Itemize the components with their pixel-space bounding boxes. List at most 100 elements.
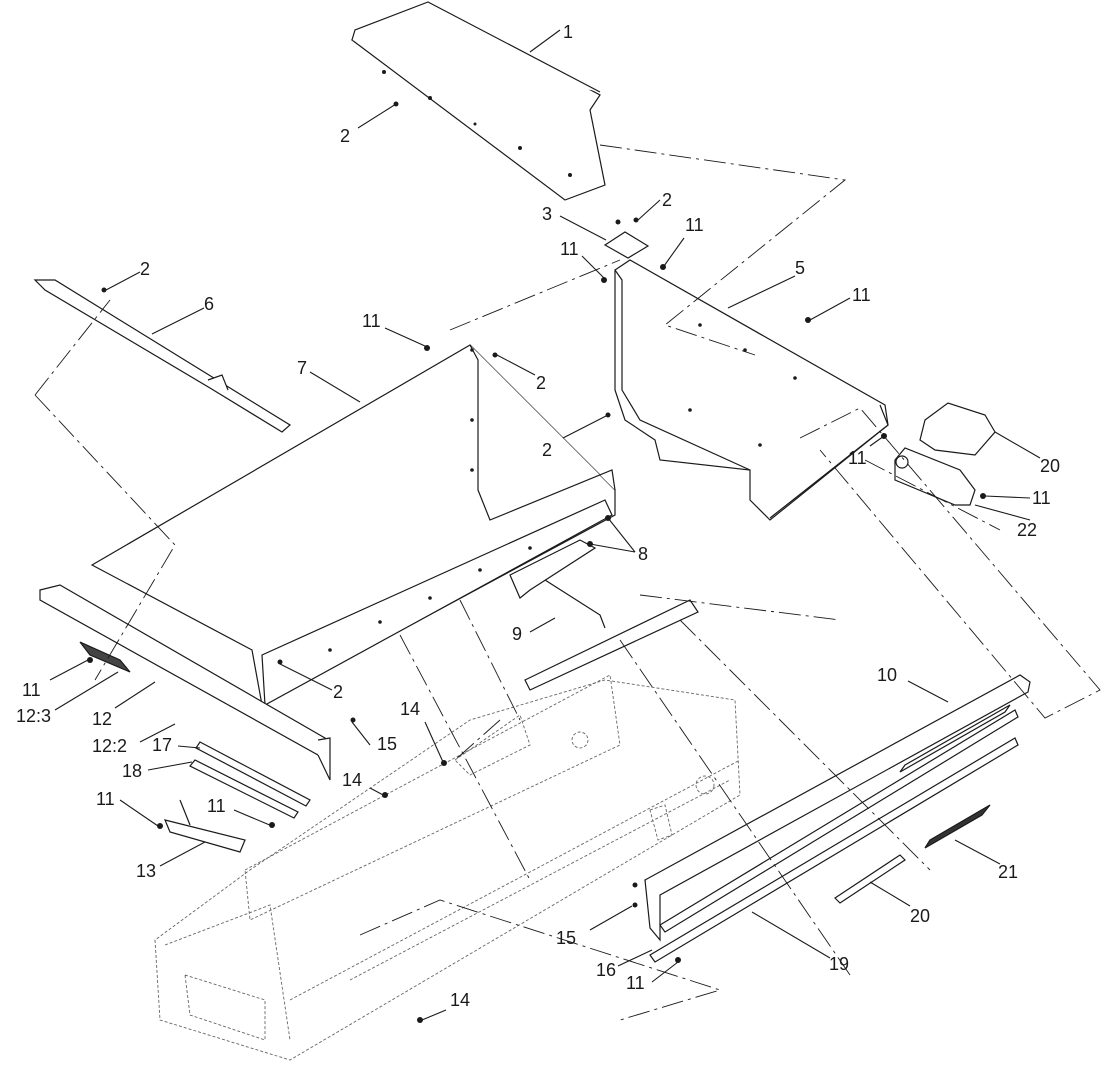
leader-line [159,841,206,867]
part-19-strip [649,709,1019,963]
leader-line [984,495,1031,499]
callout-2: 2 [536,373,546,393]
callout-11: 11 [626,973,645,993]
callout-11: 11 [1032,488,1051,508]
leader-line [727,275,796,309]
callout-6: 6 [204,294,214,314]
part-7-side-panel [90,344,616,706]
callout-16: 16 [596,960,616,980]
leader-line [54,671,119,711]
leader-line [907,680,949,703]
callout-10: 10 [877,665,897,685]
callout-9: 9 [512,624,522,644]
leader-line [589,905,633,931]
callout-15: 15 [556,928,576,948]
leader-line [994,431,1041,459]
leader-line [617,949,653,967]
callout-11: 11 [848,448,867,468]
callout-3: 3 [542,204,552,224]
leader-line [151,307,205,335]
leader-line [637,199,661,221]
part-5-rear-panel [614,259,889,521]
part-3-bracket [603,231,650,259]
callout-15: 15 [377,734,397,754]
alignment-lines [34,144,1101,1021]
leader-line [751,911,831,959]
leader-line [974,504,1031,521]
leader-line [421,1009,447,1021]
leader-line [49,659,89,681]
leader-line [177,745,201,749]
leader-line [424,721,444,763]
callout-17: 17 [152,735,172,755]
part-1-top-cover [350,1,606,201]
callout-5: 5 [795,258,805,278]
callout-14: 14 [400,699,420,719]
leader-line [869,881,911,907]
leader-line [663,237,685,267]
leader-line [233,809,273,827]
leader-line [384,327,426,347]
callout-20: 20 [910,906,930,926]
callout-14: 14 [450,990,470,1010]
callout-8: 8 [638,544,648,564]
callout-7: 7 [297,358,307,378]
leader-line [309,371,361,403]
leader-line [279,663,333,691]
part-22-light [894,447,976,506]
callout-12: 12 [92,709,112,729]
part-12-rail [39,584,331,781]
leader-line [369,787,386,797]
leader-line [119,799,159,827]
part-20-decal [919,402,996,456]
part-10-rail [644,674,1031,942]
part-21-decal [899,704,1011,849]
leader-line [496,354,536,376]
part-6-angle-bar [33,279,292,433]
leader-line [954,839,1001,865]
callout-20: 20 [1040,456,1060,476]
callout-12-2: 12:2 [92,736,127,756]
callout-14: 14 [342,770,362,790]
leader-line [581,255,605,279]
leader-line [869,435,885,447]
callout-11: 11 [560,239,579,259]
part-20-decal-lower [834,854,906,904]
callout-2: 2 [542,440,552,460]
fasteners [87,101,986,1023]
callout-1: 1 [563,22,573,42]
part-9-mount-bracket [509,539,699,691]
callout-19: 19 [829,954,849,974]
callout-2: 2 [140,259,150,279]
part-12-3-decal [79,641,131,673]
part-13-guard [163,799,246,853]
leader-line [147,761,193,771]
callout-11: 11 [685,215,704,235]
leader-line [114,681,156,709]
callout-11: 11 [852,285,871,305]
leader-line [529,617,556,633]
leader-line [607,517,636,553]
callout-21: 21 [998,862,1018,882]
callout-2: 2 [333,682,343,702]
leader-lines [49,29,1041,1021]
leader-line [357,103,397,129]
callout-13: 13 [136,861,156,881]
leader-line [651,961,679,983]
leader-line [809,297,851,321]
leader-line [559,215,607,241]
base-frame-ghost [154,674,741,1061]
leader-line [562,415,607,439]
part-17-18-strips [189,741,311,819]
callout-11: 11 [362,311,381,331]
callout-12-3: 12:3 [16,706,51,726]
leader-line [139,723,176,743]
callout-11: 11 [207,796,226,816]
callout-22: 22 [1017,520,1037,540]
leader-line [351,721,371,746]
callout-2: 2 [662,190,672,210]
leader-line [529,29,561,53]
callout-18: 18 [122,761,142,781]
